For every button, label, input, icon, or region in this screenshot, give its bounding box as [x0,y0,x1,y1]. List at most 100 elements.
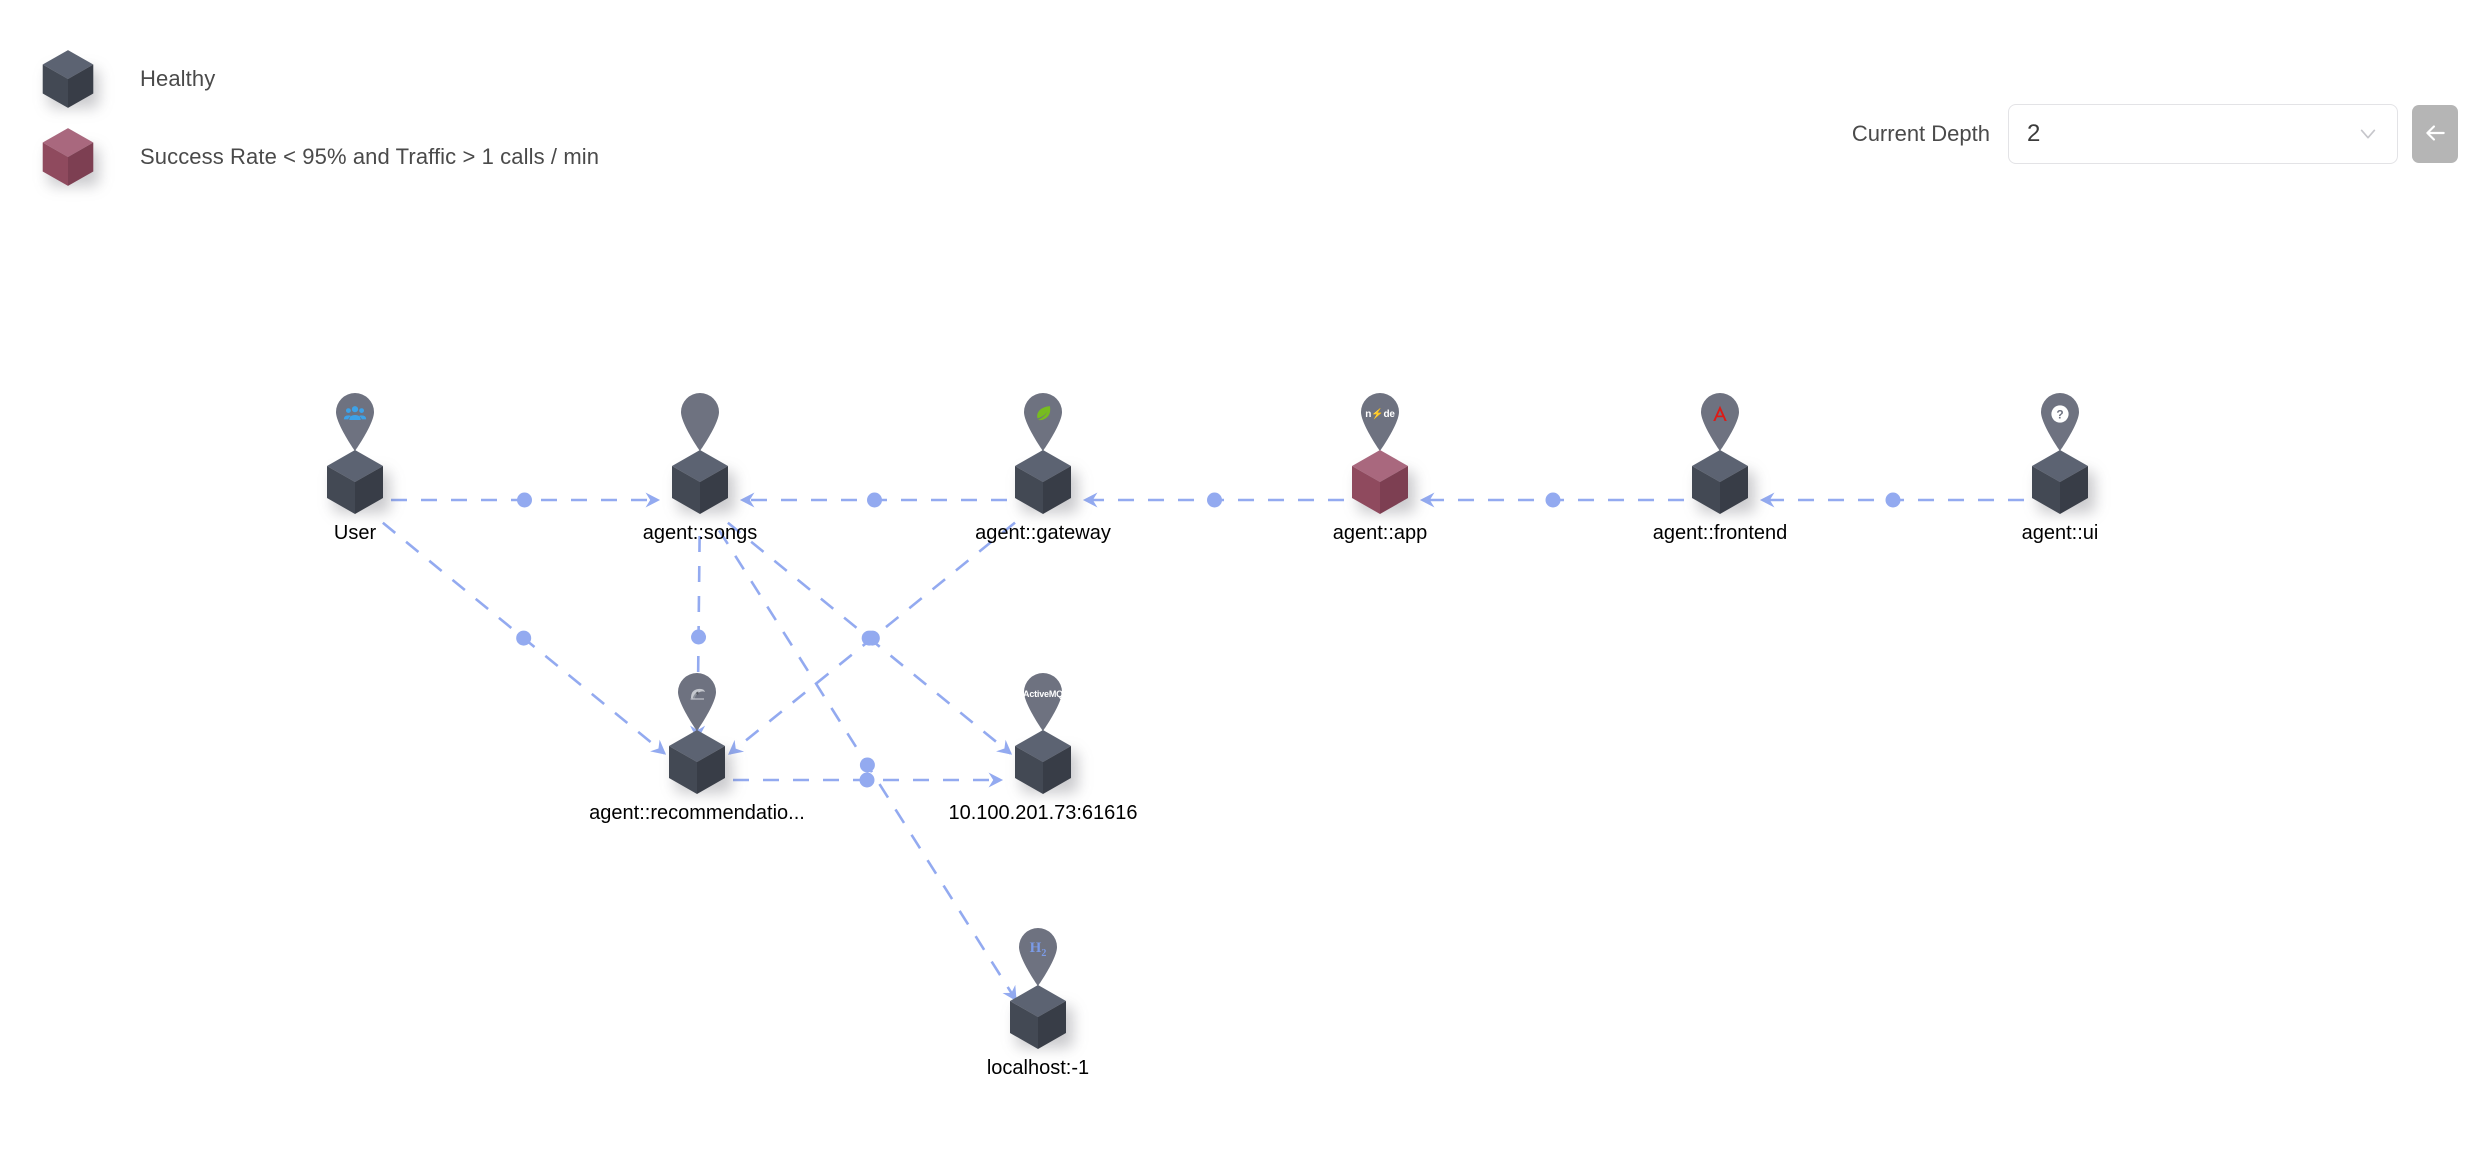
h2-database-icon: H2 [1015,934,1061,964]
node-inner-recs[interactable]: agent::recommendatio... [589,670,805,824]
cube-svg [1010,985,1066,1049]
cube-svg [42,50,94,108]
current-depth-label: Current Depth [1851,121,1990,146]
edge-traffic-dot [1545,492,1561,508]
cube-svg [669,730,725,794]
cube-svg [327,450,383,514]
node-inner-user[interactable]: User [295,390,415,544]
pin-shape [1019,928,1057,986]
node-cube-ui [2029,448,2095,516]
users-icon [332,399,378,429]
edge-traffic-dot [1207,492,1222,508]
edge-traffic-dot [859,757,875,773]
node-inner-mq[interactable]: ActiveMQ 10.100.201.73:61616 [948,670,1138,824]
node-inner-h2[interactable]: H2 localhost:-1 [978,925,1098,1079]
cube-svg [1692,450,1748,514]
node-inner-gateway[interactable]: agent::gateway [975,390,1111,544]
cube-svg [1015,450,1071,514]
users-icon-pin [332,390,378,452]
angular-icon [1713,405,1727,421]
depth-select-value: 2 [2027,120,2041,147]
cube-svg [672,450,728,514]
pin-shape [1024,393,1062,451]
graph-edge-gateway-to-recs [728,521,1016,755]
legend-label-unhealthy: Success Rate < 95% and Traffic > 1 calls… [140,144,600,169]
cube-svg [1352,450,1408,514]
depth-control: Current Depth 2 [1852,104,2458,164]
nodejs-icon-pin: n⚡de [1357,390,1403,452]
legend-item-unhealthy: Success Rate < 95% and Traffic > 1 calls… [36,118,796,196]
node-label-user: User [333,522,377,544]
h2-database-icon: H2 [1029,939,1047,959]
pin-shape [336,393,374,451]
node-cube-songs [669,448,735,516]
nodejs-icon: n⚡de [1365,408,1395,420]
graph-edge-songs-to-h2 [718,529,1017,1002]
angular-icon-pin [1697,390,1743,452]
gopher-icon [690,688,705,700]
pin-shape [1024,673,1062,731]
node-label-ui: agent::ui [2021,522,2099,544]
node-cube-frontend [1689,448,1755,516]
cube-icon [40,126,100,188]
chevron-down-icon [2357,123,2379,145]
node-label-songs: agent::songs [642,522,758,544]
graph-edge-songs-to-mq [727,521,1013,755]
cube-svg [1015,730,1071,794]
node-label-recs: agent::recommendatio... [589,802,805,824]
node-cube-app [1349,448,1415,516]
edge-traffic-dot [517,492,532,508]
edge-traffic-dot [861,630,877,646]
blank-icon-pin [677,390,723,452]
legend-item-healthy: Healthy [36,40,796,118]
activemq-icon: ActiveMQ [1020,679,1066,709]
gopher-icon [674,679,720,709]
svg-text:?: ? [2056,408,2063,422]
node-cube-gateway [1012,448,1078,516]
back-button[interactable] [2412,105,2458,163]
arrow-left-icon [2422,120,2448,149]
unknown-icon: ? [2051,405,2069,423]
spring-leaf-icon [1037,406,1051,421]
node-label-h2: localhost:-1 [986,1057,1090,1079]
node-cube-recs [666,728,732,796]
graph-edge-user-to-recs [382,521,667,755]
edge-traffic-dot [691,629,707,645]
node-inner-frontend[interactable]: agent::frontend [1653,390,1787,544]
cube-svg [42,128,94,186]
cube-icon [40,48,100,110]
node-label-mq: 10.100.201.73:61616 [948,802,1138,824]
activemq-icon: ActiveMQ [1023,689,1063,699]
activemq-icon-pin: ActiveMQ [1020,670,1066,732]
spring-icon [1020,399,1066,429]
nodejs-icon: n⚡de [1357,399,1403,429]
edge-traffic-dot [516,630,532,646]
edge-traffic-dot [859,772,875,788]
node-inner-ui[interactable]: ?agent::ui [2000,390,2120,544]
angular-icon [1697,399,1743,429]
blank-icon [677,399,723,429]
node-label-app: agent::app [1332,522,1428,544]
edge-traffic-dot [867,492,882,508]
edge-traffic-dot [864,630,880,646]
h2-database-icon-pin: H2 [1015,925,1061,987]
node-inner-songs[interactable]: agent::songs [640,390,760,544]
node-cube-h2 [1007,983,1073,1051]
edge-traffic-dot [1885,492,1901,508]
gopher-icon-pin [674,670,720,732]
pin-shape [1361,393,1399,451]
node-label-gateway: agent::gateway [975,522,1111,544]
node-label-frontend: agent::frontend [1652,522,1788,544]
pin-shape [1701,393,1739,451]
depth-select[interactable]: 2 [2008,104,2398,164]
node-cube-user [324,448,390,516]
legend: Healthy Success Rate < 95% and Traffic >… [36,40,796,196]
unknown-icon-pin: ? [2037,390,2083,452]
users-icon [343,406,367,420]
cube-svg [2032,450,2088,514]
spring-icon-pin [1020,390,1066,452]
pin-shape [681,393,719,451]
